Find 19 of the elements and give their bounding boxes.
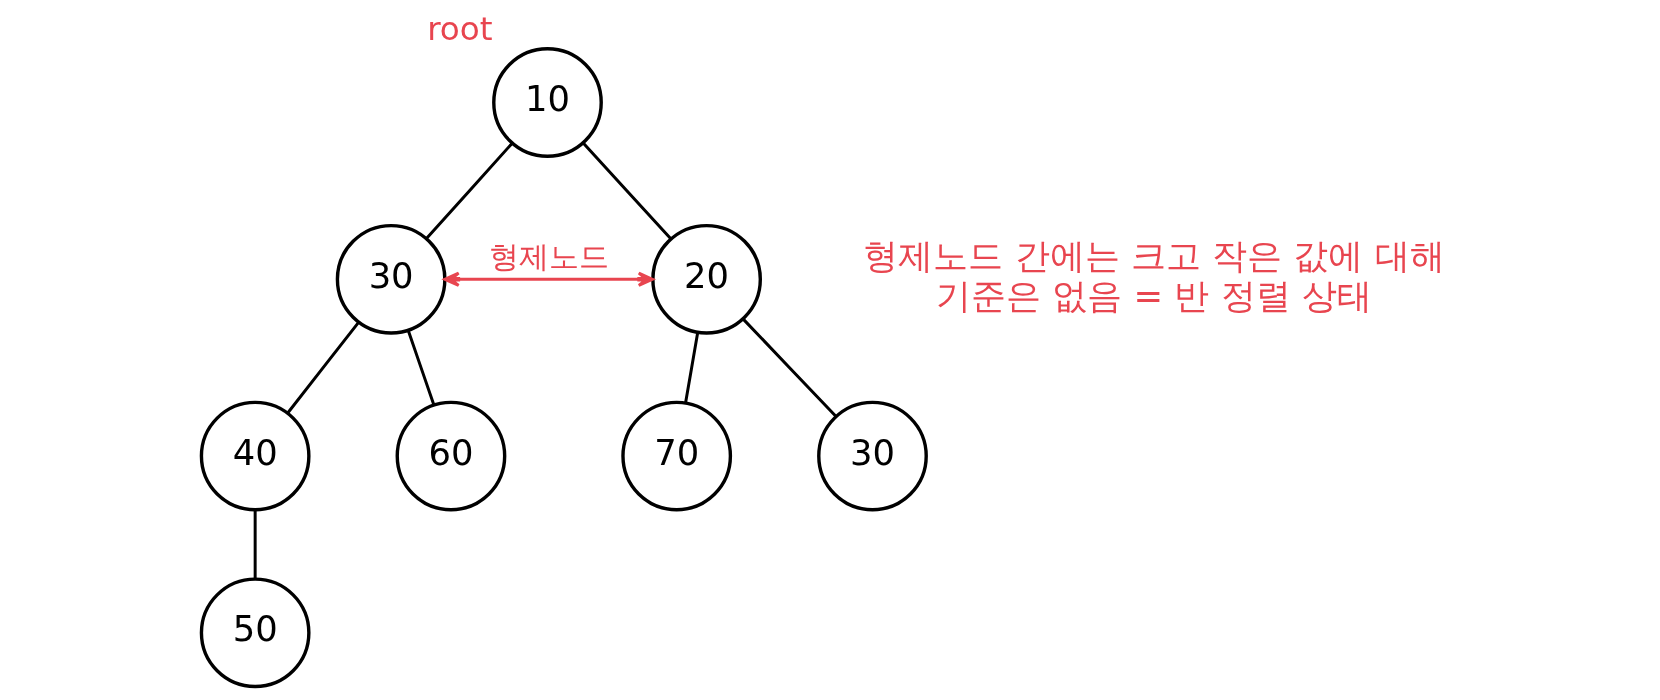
node-circle: 70 bbox=[621, 400, 733, 512]
node-circle: 10 bbox=[492, 47, 603, 158]
connector bbox=[741, 317, 837, 418]
node-circle: 50 bbox=[199, 577, 311, 689]
connector bbox=[684, 332, 700, 404]
connector bbox=[425, 142, 514, 240]
edge-label: 형제노드 bbox=[488, 238, 609, 274]
node-circle: 20 bbox=[651, 223, 762, 335]
connector bbox=[286, 321, 360, 414]
node-circle: 30 bbox=[335, 223, 447, 335]
connector bbox=[253, 510, 257, 579]
node-circle: 40 bbox=[199, 400, 311, 512]
connector bbox=[582, 141, 673, 240]
label: 형제노드 간에는 크고 작은 값에 대해 기준은 없음 = 반 정렬 상태 bbox=[863, 235, 1445, 316]
node-label: root bbox=[427, 9, 493, 48]
node-circle: 30 bbox=[817, 400, 928, 512]
node-circle: 60 bbox=[395, 400, 507, 512]
connector bbox=[406, 330, 436, 406]
arrow bbox=[443, 271, 654, 287]
